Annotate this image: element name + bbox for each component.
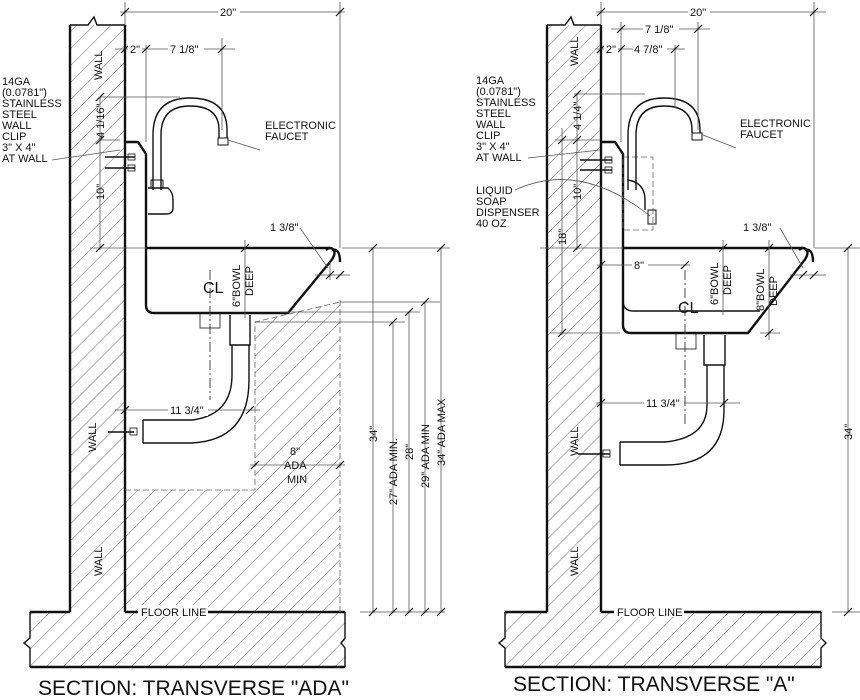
- svg-text:3" X 4": 3" X 4": [476, 141, 510, 153]
- dim-drain-offset: 11 3/4": [646, 398, 680, 410]
- svg-text:STEEL: STEEL: [2, 109, 37, 121]
- electronic-faucet: [627, 97, 703, 190]
- wall-label-mid: WALL: [87, 422, 99, 452]
- dim-rim-lip: 1 3/8": [743, 222, 771, 234]
- wall-label-top: WALL: [569, 36, 581, 66]
- svg-text:14GA: 14GA: [476, 75, 505, 87]
- dim-faucet-reach: 7 1/8": [645, 24, 673, 36]
- svg-text:AT WALL: AT WALL: [476, 152, 522, 164]
- dim-clip-to-bottom: 18": [557, 229, 569, 245]
- knee-dim-line1: 8": [290, 446, 300, 458]
- wall-anchor-bolts: [580, 156, 613, 174]
- note-faucet: ELECTRONIC FAUCET: [265, 120, 336, 143]
- svg-text:CLIP: CLIP: [2, 131, 26, 143]
- section-a: CL: [476, 2, 860, 696]
- section-ada: CL: [2, 2, 450, 700]
- electronic-faucet: [148, 97, 229, 215]
- dim-height-29-ada: 29" ADA MIN: [420, 424, 432, 488]
- svg-text:(0.0781"): (0.0781"): [476, 86, 521, 98]
- dim-clip-offset: 2": [130, 44, 140, 56]
- svg-text:(0.0781"): (0.0781"): [2, 87, 47, 99]
- wall-label-bottom: WALL: [569, 546, 581, 576]
- dim-clip-offset: 2": [606, 44, 616, 56]
- dim-drain-offset: 11 3/4": [170, 405, 204, 417]
- svg-text:WALL: WALL: [2, 120, 32, 132]
- centerline-symbol: CL: [203, 280, 224, 297]
- dim-drain-center: 8": [634, 260, 644, 272]
- svg-text:DISPENSER: DISPENSER: [476, 207, 540, 219]
- svg-text:STEEL: STEEL: [476, 108, 511, 120]
- bowl8-line1: 8"BOWL: [755, 269, 767, 311]
- bowl8-line2: DEEP: [768, 276, 780, 306]
- liquid-soap-dispenser: [622, 156, 657, 231]
- bowl6-line2: DEEP: [722, 265, 734, 295]
- knee-clearance-zone: [125, 302, 340, 612]
- section-title-a: SECTION: TRANSVERSE "A": [513, 673, 795, 696]
- svg-text:CLIP: CLIP: [476, 130, 500, 142]
- bowl6-line1: 6"BOWL: [709, 263, 721, 305]
- note-wall-clip: 14GA (0.0781") STAINLESS STEEL WALL CLIP…: [476, 75, 536, 164]
- dim-height-28: 28": [404, 444, 416, 460]
- svg-text:FAUCET: FAUCET: [265, 131, 309, 143]
- dim-height-27-ada: 27" ADA MIN.: [388, 438, 400, 505]
- dim-height-34: 34": [843, 424, 855, 440]
- floor-slab: [505, 612, 821, 667]
- sink-bowl: [144, 246, 336, 315]
- svg-text:LIQUID: LIQUID: [476, 185, 513, 197]
- centerline-symbol: CL: [678, 300, 699, 317]
- bowl-depth-line2: DEEP: [244, 266, 256, 296]
- dim-overall-width: 20": [220, 7, 236, 19]
- svg-text:STAINLESS: STAINLESS: [2, 98, 62, 110]
- dim-faucet-height: 4 1/4": [572, 102, 584, 130]
- svg-text:40 OZ: 40 OZ: [476, 218, 507, 230]
- svg-text:STAINLESS: STAINLESS: [476, 97, 536, 109]
- bowl-depth-line1: 6"BOWL: [231, 265, 243, 307]
- sink-bowl: [621, 246, 809, 335]
- dim-height-34-ada-max: 34" ADA MAX: [436, 398, 448, 466]
- floor-slab: [30, 612, 345, 667]
- dim-height-34: 34": [368, 426, 380, 442]
- svg-text:14GA: 14GA: [2, 76, 31, 88]
- dim-faucet-height: 4 1/16": [95, 103, 107, 138]
- svg-text:ELECTRONIC: ELECTRONIC: [740, 118, 811, 130]
- floor-line-label: FLOOR LINE: [141, 607, 206, 619]
- dim-rim-lip: 1 3/8": [270, 222, 298, 234]
- svg-text:AT WALL: AT WALL: [2, 153, 48, 165]
- drain-trap: [578, 332, 726, 466]
- wall-section: [547, 25, 601, 612]
- svg-text:SOAP: SOAP: [476, 196, 507, 208]
- dim-faucet-reach: 7 1/8": [170, 44, 198, 56]
- dim-clip-to-rim: 10": [95, 184, 107, 200]
- svg-text:3" X 4": 3" X 4": [2, 142, 36, 154]
- drain-trap: [108, 312, 251, 444]
- note-soap-dispenser: LIQUID SOAP DISPENSER 40 OZ: [476, 185, 540, 230]
- note-faucet: ELECTRONIC FAUCET: [740, 118, 811, 141]
- wall-label-top: WALL: [93, 50, 105, 80]
- dim-overall-width: 20": [690, 7, 706, 19]
- wall-label-bottom: WALL: [93, 546, 105, 576]
- note-wall-clip: 14GA (0.0781") STAINLESS STEEL WALL CLIP…: [2, 76, 62, 165]
- floor-line-label: FLOOR LINE: [617, 607, 682, 619]
- dim-faucet-offset: 4 7/8": [634, 44, 662, 56]
- svg-text:FAUCET: FAUCET: [740, 129, 784, 141]
- knee-dim-line2: ADA: [284, 460, 307, 472]
- dim-clip-to-rim: 10": [572, 184, 584, 200]
- knee-dim-line3: MIN: [287, 474, 307, 486]
- svg-text:WALL: WALL: [476, 119, 506, 131]
- svg-text:ELECTRONIC: ELECTRONIC: [265, 120, 336, 132]
- wall-section: [70, 25, 125, 612]
- section-title-ada: SECTION: TRANSVERSE "ADA": [38, 677, 349, 700]
- wall-label-mid: WALL: [569, 426, 581, 456]
- wall-anchor-bolts: [105, 153, 136, 172]
